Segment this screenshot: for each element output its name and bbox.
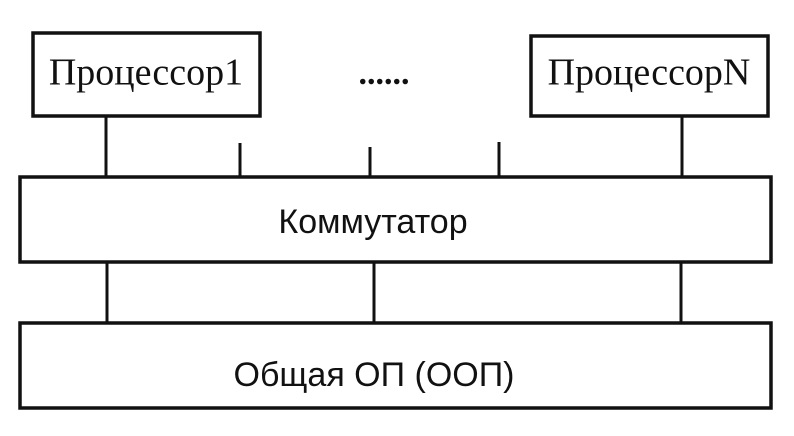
switch-to-memory-connectors [105,262,683,323]
processor-ellipsis: ...... [359,55,410,92]
shared-memory-label: Общая ОП (ООП) [234,356,515,394]
switch-label: Коммутатор [278,203,467,241]
processor-to-switch-connectors [104,116,684,177]
switch-box [18,175,773,264]
shared-memory-node: Общая ОП (ООП) [18,321,773,410]
switch-node: Коммутатор [18,175,773,264]
processor-1-label: Процессор1 [49,52,243,94]
processor-1-box [31,31,262,118]
processor-n-label: ПроцессорN [548,52,751,94]
processor-1-node: Процессор1 [31,31,262,118]
processor-n-node: ПроцессорN [529,34,770,118]
shared-memory-box [18,321,773,410]
processor-n-box [529,34,770,118]
